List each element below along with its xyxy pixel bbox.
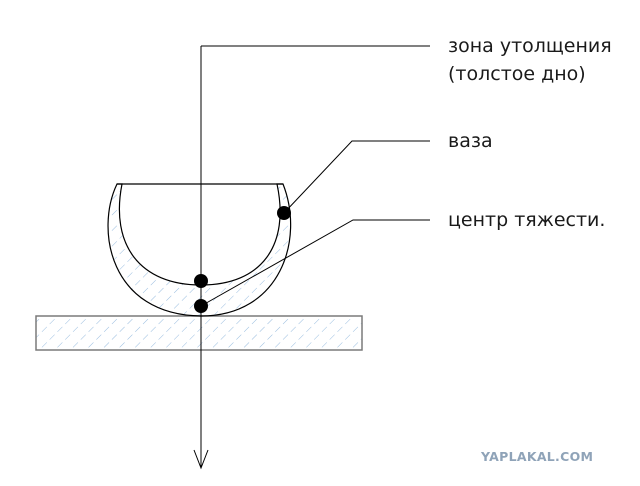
label-thick-zone-line2: (толстое дно) xyxy=(448,63,586,85)
label-thick-zone-line1: зона утолщения xyxy=(448,35,612,57)
vase-wall-dot xyxy=(277,206,291,220)
leader-center-of-gravity xyxy=(200,219,430,307)
watermark: YAPLAKAL.COM xyxy=(481,449,594,464)
leader-vase xyxy=(283,140,430,214)
vase-wall xyxy=(107,183,292,317)
center-of-gravity-dot xyxy=(194,299,208,313)
table-base xyxy=(35,315,363,351)
thick-zone-dot xyxy=(194,274,208,288)
label-vase: ваза xyxy=(448,130,493,152)
gravity-arrow-head xyxy=(193,449,209,470)
label-center-of-gravity: центр тяжести. xyxy=(448,209,606,231)
